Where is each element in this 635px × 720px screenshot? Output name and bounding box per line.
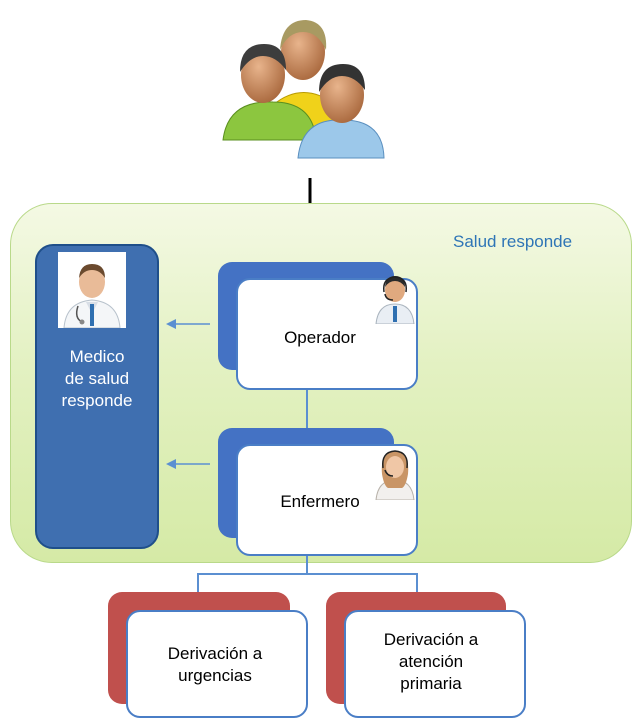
nurse-headset-icon: [375, 450, 415, 500]
primaria-label-line: primaria: [400, 674, 462, 693]
enfermero-label: Enfermero: [280, 492, 360, 511]
region-label: Salud responde: [453, 232, 573, 251]
primaria-card: [344, 610, 526, 718]
doctor-label-line: de salud: [64, 369, 130, 388]
doctor-icon: [58, 252, 126, 329]
primaria-label-line: atención: [398, 652, 464, 671]
connector-line: [416, 573, 418, 593]
doctor-label-line: responde: [61, 391, 133, 410]
arrow-left-icon: [166, 459, 210, 469]
connector-line: [306, 556, 308, 574]
connector-line: [197, 573, 418, 575]
urgencias-label-line: Derivación a: [167, 644, 263, 663]
urgencias-label: Derivación a urgencias: [140, 630, 290, 700]
doctor-label: Medico de salud responde: [35, 346, 159, 412]
operator-headset-icon: [375, 276, 415, 324]
urgencias-card: [126, 610, 308, 718]
primaria-label: Derivación a atención primaria: [356, 620, 506, 704]
arrow-left-icon: [166, 319, 210, 329]
doctor-label-line: Medico: [69, 347, 125, 366]
group-of-people-icon: [222, 20, 385, 159]
connector-line: [197, 573, 199, 593]
operador-label: Operador: [284, 328, 356, 347]
primaria-label-line: Derivación a: [383, 630, 479, 649]
connector-line: [306, 390, 308, 430]
urgencias-label-line: urgencias: [178, 666, 252, 685]
